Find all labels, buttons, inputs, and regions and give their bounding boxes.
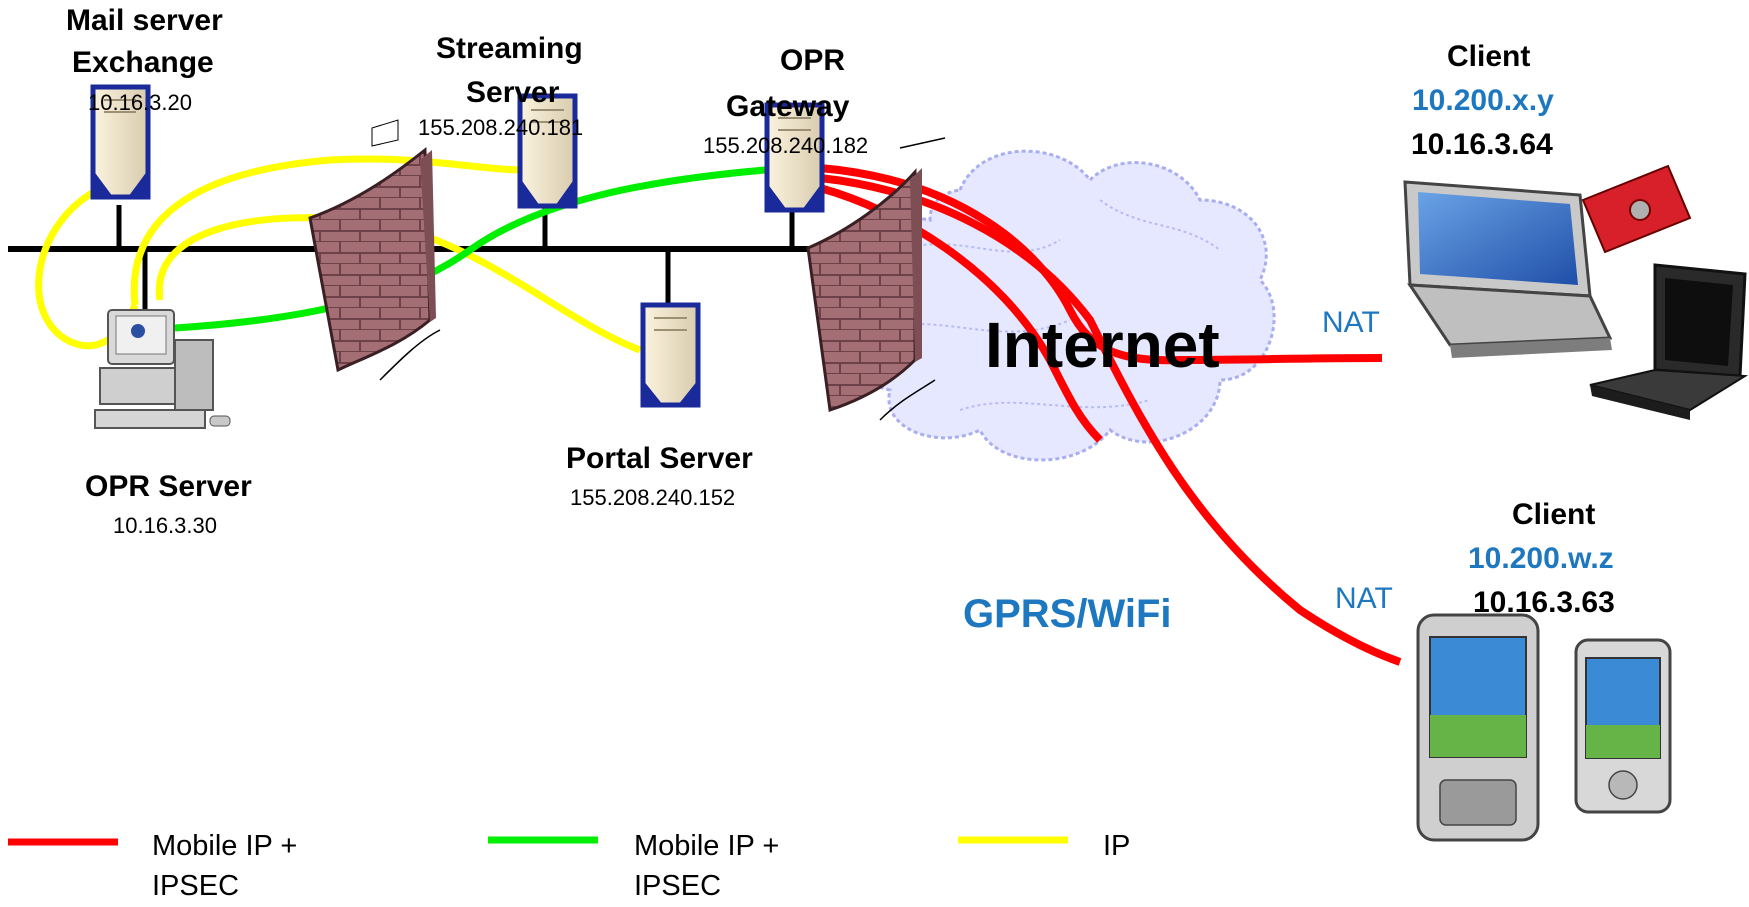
red-link-pda xyxy=(819,174,1402,666)
client-laptop-nat: NAT xyxy=(1322,306,1380,339)
mail-server-title: Mail server xyxy=(66,4,223,37)
firewall-icon-right xyxy=(806,137,946,421)
client-laptop-home-ip: 10.16.3.64 xyxy=(1411,128,1553,161)
client-pda-icon xyxy=(1574,638,1672,814)
legend-red-label: Mobile IP + IPSEC xyxy=(152,826,297,906)
client-tablet-laptop-icon xyxy=(1403,180,1613,358)
firewall-icon-left xyxy=(308,119,441,381)
client-notebook-icon xyxy=(1589,263,1749,420)
portal-server-ip: 155.208.240.152 xyxy=(570,485,736,510)
legend-green-label: Mobile IP + IPSEC xyxy=(634,826,779,906)
client-pda-keyboard-icon xyxy=(1416,613,1540,842)
legend-yellow-label: IP xyxy=(1103,826,1130,866)
opr-server-title: OPR Server xyxy=(85,470,252,503)
opr-gateway-title-line2: Gateway xyxy=(726,90,850,123)
mobile-ipsec-green-link xyxy=(174,166,766,332)
streaming-server-title: Streaming xyxy=(436,32,583,65)
client-laptop-mobile-ip: 10.200.x.y xyxy=(1412,84,1554,117)
pc-card-icon xyxy=(1581,164,1692,254)
mail-server-tower-icon xyxy=(90,84,151,200)
ip-link-opr-streaming xyxy=(130,155,523,306)
opr-server-desktop-icon xyxy=(94,309,231,429)
client-pda-home-ip: 10.16.3.63 xyxy=(1473,586,1615,619)
portal-server-title: Portal Server xyxy=(566,442,753,475)
legend-red-label-line1: Mobile IP + xyxy=(152,830,298,862)
client-pda-title: Client xyxy=(1512,498,1596,531)
client-pda-mobile-ip: 10.200.w.z xyxy=(1468,542,1614,575)
legend-green-label-line1: Mobile IP + xyxy=(634,830,780,862)
portal-server-tower-icon xyxy=(640,302,701,408)
client-pda-nat: NAT xyxy=(1335,582,1393,615)
gprs-wifi-label: GPRS/WiFi xyxy=(963,592,1172,636)
gateway-server-tower-icon xyxy=(764,102,825,213)
internet-label: Internet xyxy=(985,309,1220,381)
legend-yellow-label-line1: IP xyxy=(1103,830,1131,862)
client-laptop-title: Client xyxy=(1447,40,1531,73)
opr-gateway-ip: 155.208.240.182 xyxy=(703,133,869,158)
opr-server-ip: 10.16.3.30 xyxy=(113,513,217,538)
streaming-server-ip: 155.208.240.181 xyxy=(418,115,584,140)
opr-gateway-title: OPR xyxy=(780,44,846,77)
legend-green-label-line2: IPSEC xyxy=(634,870,722,902)
mail-server-ip: 10.16.3.20 xyxy=(88,90,192,115)
streaming-server-title-line2: Server xyxy=(466,76,560,109)
legend-red-label-line2: IPSEC xyxy=(152,870,240,902)
streaming-server-tower-icon xyxy=(517,93,578,209)
mail-server-title-line2: Exchange xyxy=(72,46,214,79)
